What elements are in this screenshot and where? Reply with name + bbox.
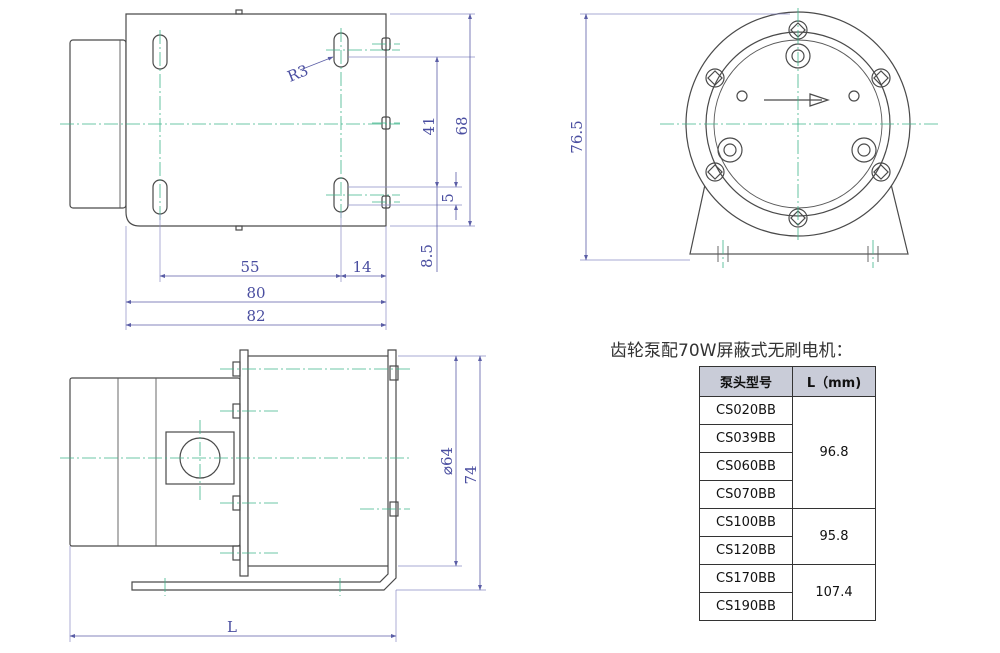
model-cell: CS070BB [699,480,793,509]
model-cell: CS100BB [699,508,793,537]
header-length: L（mm) [792,366,876,397]
front-view: R3 41 68 5 8.5 55 14 80 82 [60,9,475,330]
dim-dia64-label: ⌀64 [438,447,456,475]
table-row: CS100BB 95.8 [699,508,876,565]
dim-L-label: L [227,618,237,636]
model-cell: CS039BB [699,424,793,453]
model-cell: CS170BB [699,564,793,593]
table-row: CS120BB [699,536,876,565]
length-cell: 95.8 [792,508,876,565]
dim-5-label: 5 [439,193,457,203]
dim-76-5-label: 76.5 [568,120,586,153]
length-cell: 107.4 [792,564,876,621]
spec-table: 泵头型号 L（mm) CS020BB 96.8 CS039BB CS060BB … [699,366,876,621]
header-model: 泵头型号 [699,366,793,397]
table-row: CS070BB [699,480,876,509]
side-view: ⌀64 74 L [60,349,486,642]
model-cell: CS020BB [699,396,793,425]
dim-80-label: 80 [246,284,265,302]
dim-74-label: 74 [462,465,480,484]
model-cell: CS190BB [699,592,793,621]
dim-55-label: 55 [240,258,259,276]
dim-82-label: 82 [246,307,265,325]
table-row: CS039BB [699,424,876,453]
end-view: 76.5 [568,8,940,268]
table-row: CS020BB 96.8 [699,396,876,509]
model-cell: CS060BB [699,452,793,481]
table-row: CS170BB 107.4 [699,564,876,621]
dim-41-label: 41 [420,116,438,135]
model-cell: CS120BB [699,536,793,565]
table-header-row: 泵头型号 L（mm) [699,366,876,397]
table-title: 齿轮泵配70W屏蔽式无刷电机： [610,341,853,361]
dim-8-5-label: 8.5 [418,244,436,268]
table-row: CS190BB [699,592,876,621]
length-cell: 96.8 [792,396,876,509]
dim-14-label: 14 [352,258,371,276]
dim-68-label: 68 [453,116,471,135]
